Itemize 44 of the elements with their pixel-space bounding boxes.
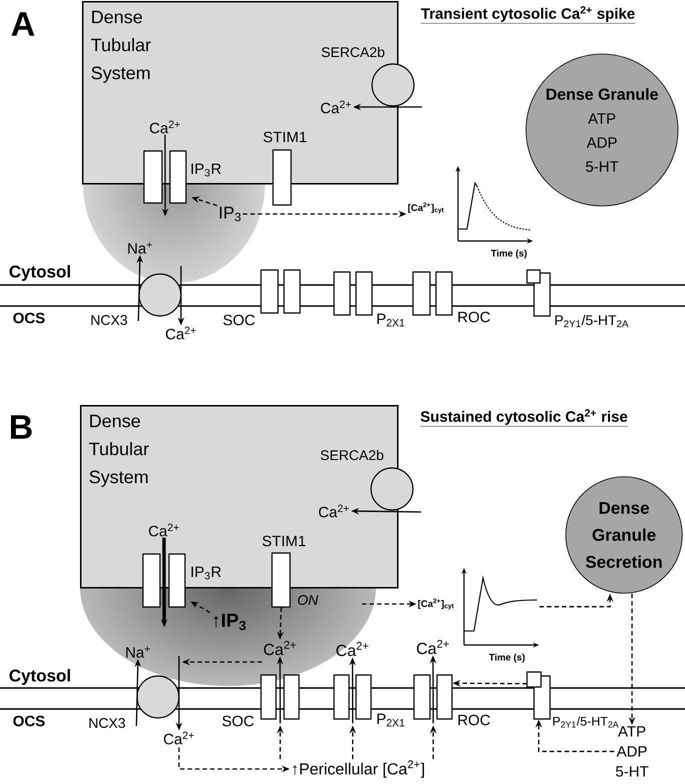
ion-label: Ca$^{2+}$: [164, 732, 194, 744]
channel-label: IP$_{3}$R: [192, 566, 221, 580]
ion-label: Ca$^{2+}$: [336, 642, 368, 656]
axis-label: Time (s): [491, 250, 527, 258]
channel-label: SOC: [222, 716, 254, 726]
messenger-label: IP$_{3}$: [220, 206, 241, 222]
pump-label: SERCA2b: [320, 450, 384, 460]
ion-label: Na$^{+}$: [126, 646, 150, 658]
axis-label: [Ca$^{2+}$]$_{cyt}$: [408, 202, 444, 214]
pump-label: SERCA2b: [322, 46, 384, 58]
compartment-label: OCS: [13, 716, 45, 726]
compartment-label: OCS: [13, 312, 45, 324]
panel-title: Transient cytosolic Ca$^{2+}$ spike: [420, 6, 636, 24]
ion-label: Ca$^{2+}$: [416, 640, 449, 654]
channel-label: IP$_{3}$R: [192, 164, 221, 176]
granule-contents-label: ATP ADP 5-HT: [616, 726, 648, 777]
ion-label: Ca$^{2+}$: [148, 524, 179, 536]
exchanger-label: NCX3: [89, 718, 126, 728]
compartment-label: Cytosol: [10, 265, 70, 281]
state-label: ON: [298, 595, 318, 605]
axis-label: [Ca$^{2+}$]$_{cyt}$: [418, 598, 454, 610]
ion-label: Ca$^{2+}$: [166, 326, 196, 340]
compartment-label: Cytosol: [10, 669, 70, 685]
receptor-label: P$_{2Y1}$/5-HT$_{2A}$: [553, 716, 619, 728]
panel-letter: A: [12, 12, 34, 36]
panel-letter: B: [11, 415, 32, 439]
axis-label: Time (s): [489, 654, 525, 662]
exchanger-label: NCX3: [91, 315, 128, 325]
channel-label: ROC: [458, 312, 490, 322]
ion-label: Ca$^{2+}$: [150, 120, 180, 134]
channel-label: P$_{2X1}$: [377, 714, 404, 726]
receptor-label: P$_{2Y1}$/5-HT$_{2A}$: [555, 314, 628, 328]
concentration-label: ↑Pericellular [Ca$^{2+}$]: [293, 760, 424, 778]
messenger-label: ↑IP$_{3}$: [214, 614, 246, 630]
panel-title: Sustained cytosolic Ca$^{2+}$ rise: [420, 409, 628, 426]
protein-label: STIM1: [262, 536, 306, 546]
ion-label: Ca$^{2+}$: [318, 504, 349, 518]
ion-label: Ca$^{2+}$: [320, 100, 351, 114]
channel-label: SOC: [223, 314, 255, 326]
channel-label: ROC: [458, 714, 490, 726]
ion-label: Ca$^{2+}$: [264, 640, 296, 656]
protein-label: STIM1: [264, 132, 306, 142]
channel-label: P$_{2X1}$: [377, 314, 404, 326]
ion-label: Na$^{+}$: [128, 242, 152, 254]
